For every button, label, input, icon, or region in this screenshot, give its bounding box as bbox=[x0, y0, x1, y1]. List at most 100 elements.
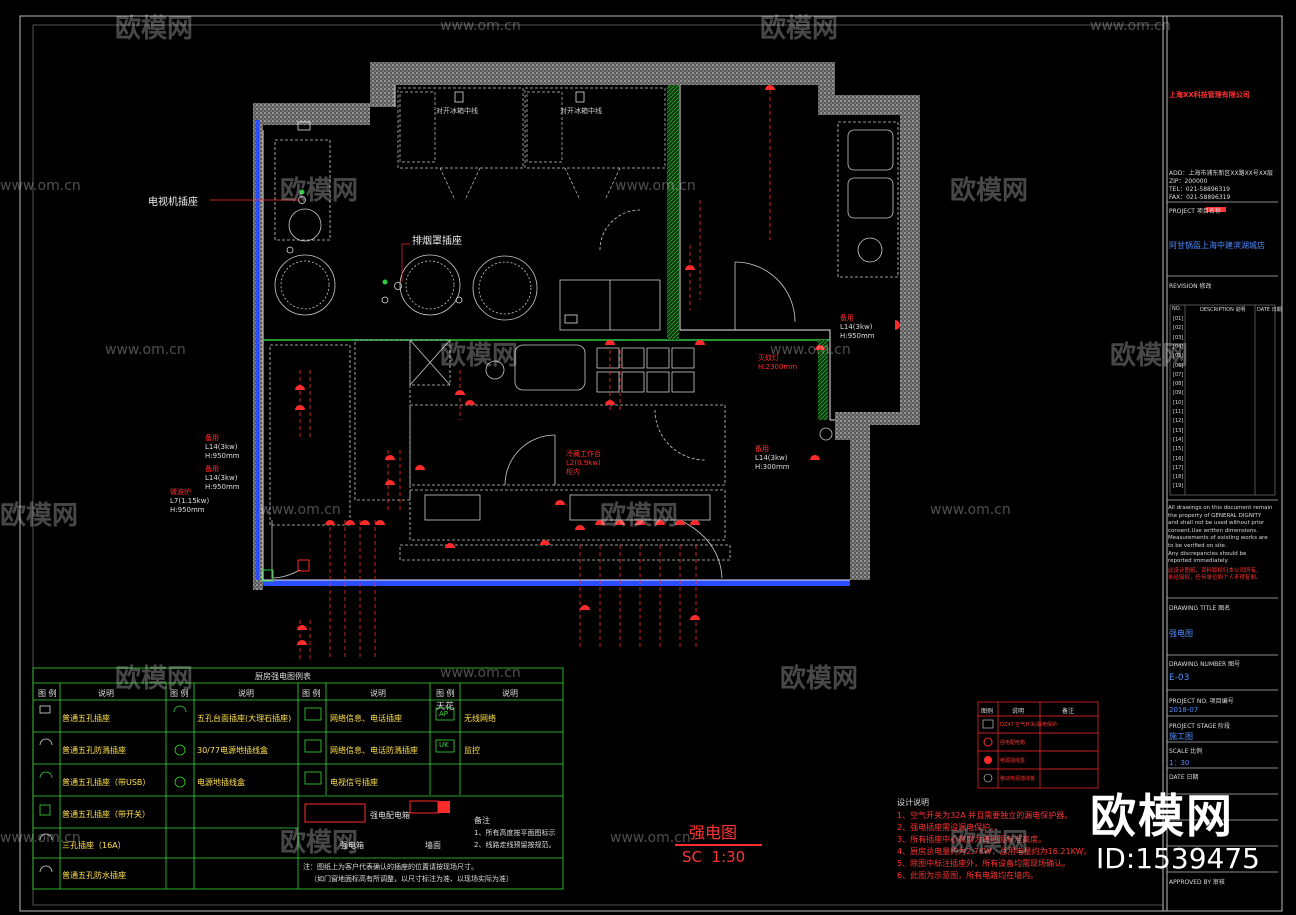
watermark-url: www.om.cn bbox=[1090, 18, 1171, 34]
legend-note-head: 备注 bbox=[474, 816, 490, 825]
legend-note-2: 2、线路走线预留按规范。 bbox=[474, 841, 556, 849]
revision-row-no: [02] bbox=[1173, 325, 1184, 332]
watermark-url: www.om.cn bbox=[615, 178, 696, 194]
lamp-name: 灭蚊灯 bbox=[758, 354, 779, 362]
wall-bottom bbox=[263, 580, 850, 586]
legend-col1-row3: 普通五孔插座（带USB） bbox=[62, 778, 151, 787]
wiring-lines bbox=[299, 90, 771, 660]
tb-company: 上海XX科技管理有限公司 bbox=[1169, 91, 1250, 99]
spare-2-spec: L14(3kw) bbox=[755, 454, 788, 462]
legend-symbol-ap: AP bbox=[439, 710, 449, 718]
tb-project-label: PROJECT 项目名称 bbox=[1169, 208, 1221, 215]
revision-row-no: [16] bbox=[1173, 455, 1184, 462]
tb-project-name: 阿甘锅盔上海中建滨湖城店 bbox=[1169, 241, 1265, 250]
lamp-height: H:2300mm bbox=[758, 363, 798, 371]
watermark-id: ID:1539475 bbox=[1096, 842, 1260, 875]
revision-row-no: [07] bbox=[1173, 371, 1184, 378]
microwave-spec: L7(1.15kw) bbox=[170, 497, 210, 505]
tb-project-no-label: PROJECT NO. 项目编号 bbox=[1169, 698, 1234, 705]
tb-tel: TEL：021-58896319 bbox=[1169, 186, 1230, 193]
disclaimer-line: the property of GENERAL DIGNITY bbox=[1168, 512, 1262, 519]
legend-col2-row3: 电源地插线盒 bbox=[197, 778, 245, 787]
design-notes-title: 设计说明 bbox=[897, 798, 929, 807]
white-socket-symbols bbox=[286, 91, 585, 324]
right-room-equipment bbox=[599, 121, 899, 441]
cold-table-label: 冷藏工作台 L2(0.9kw) 柜内 bbox=[566, 450, 601, 477]
legend-col4-row2: 监控 bbox=[464, 746, 480, 755]
watermark-url: www.om.cn bbox=[0, 830, 81, 846]
spec-header-3: 备注 bbox=[1062, 708, 1075, 715]
partition-green-right bbox=[818, 340, 828, 420]
legend-col3-row1: 网络信息、电话插座 bbox=[330, 714, 402, 723]
revision-row-no: [05] bbox=[1173, 353, 1184, 360]
spare-3-height: H:950mm bbox=[205, 452, 240, 460]
tb-zip: ZIP：200000 bbox=[1169, 178, 1208, 185]
tb-scale-label: SCALE 比例 bbox=[1169, 748, 1203, 755]
disclaimer-line: reported immediately. bbox=[1168, 558, 1229, 565]
revision-row-no: [01] bbox=[1173, 316, 1184, 322]
power-box-symbol bbox=[304, 800, 450, 823]
tb-stage: 施工图 bbox=[1169, 732, 1193, 741]
sheet-border bbox=[19, 15, 1283, 912]
microwave-height: H:950mm bbox=[170, 506, 205, 514]
revision-row-no: [09] bbox=[1173, 390, 1184, 397]
spare-label-2: 备用 L14(3kw) H:300mm bbox=[755, 445, 790, 472]
legend-note-1: 1、所有高度按平面图标示 bbox=[474, 829, 556, 837]
outer-wall-top bbox=[370, 62, 920, 580]
revision-row-no: [15] bbox=[1173, 446, 1184, 453]
legend-box-item2: 强电箱 bbox=[340, 841, 364, 850]
legend-title: 厨房强电图例表 bbox=[255, 672, 311, 681]
disclaimer-line: 未经授权，任何单位和个人不得复制。 bbox=[1168, 575, 1262, 582]
design-note-6: 6、此图为示意图，所有电路均在墙内。 bbox=[897, 871, 1039, 880]
watermark-url: www.om.cn bbox=[440, 665, 521, 681]
tb-fax: FAX：021-58896319 bbox=[1169, 194, 1231, 201]
tb-rev-col-desc: DESCRIPTION 说明 bbox=[1200, 307, 1246, 313]
watermark-brand: 欧模网 bbox=[760, 14, 839, 44]
tb-drawing-title-label: DRAWING TITLE 图名 bbox=[1169, 605, 1231, 612]
cold-table-spec: L2(0.9kw) bbox=[566, 459, 601, 467]
design-note-5: 5、除图中标注插座外，所有设备均需现场确认。 bbox=[897, 859, 1071, 868]
watermark-url: www.om.cn bbox=[440, 18, 521, 34]
drawing-scale: SC 1:30 bbox=[682, 848, 746, 866]
lower-equipment bbox=[269, 339, 731, 579]
tv-socket-label: 电视机插座 bbox=[148, 197, 198, 208]
watermark-brand: 欧模网 bbox=[280, 176, 359, 206]
spec-symbols bbox=[982, 719, 994, 783]
watermark-brand: 欧模网 bbox=[1110, 341, 1189, 371]
legend-symbol-ceiling: 天花 bbox=[436, 702, 455, 712]
lamp-label: 灭蚊灯 H:2300mm bbox=[758, 354, 797, 372]
tb-date-label: DATE 日期 bbox=[1169, 774, 1199, 781]
floor-box-marker bbox=[297, 559, 310, 572]
project-highlight bbox=[1206, 207, 1226, 212]
cold-table-name: 冷藏工作台 bbox=[566, 450, 601, 458]
spec-header-1: 图例 bbox=[981, 708, 994, 715]
microwave-label: 微波炉 L7(1.15kw) H:950mm bbox=[170, 488, 209, 515]
tb-drawing-number: E-03 bbox=[1169, 673, 1190, 683]
watermark-big-brand: 欧模网 bbox=[1090, 789, 1234, 843]
tb-address: ADD：上海市浦东新区XX路XX号XX层 bbox=[1169, 170, 1274, 177]
legend-header-icon-3: 图 例 bbox=[302, 689, 321, 698]
corner-green-box bbox=[261, 569, 274, 582]
fridge-units bbox=[397, 87, 666, 201]
spare-4-spec: L14(3kw) bbox=[205, 474, 238, 482]
revision-row-no: [03] bbox=[1173, 334, 1184, 341]
legend-footnote: 注：图纸上为客户代表确认的插座的位置请按现场尺寸。 bbox=[303, 863, 478, 871]
watermark-url: www.om.cn bbox=[770, 342, 851, 358]
microwave-name: 微波炉 bbox=[170, 488, 191, 496]
revision-row-no: [08] bbox=[1173, 381, 1184, 388]
cooking-equipment bbox=[274, 139, 661, 331]
design-note-3: 3、所有插座中心高度为离地面标准高度。 bbox=[897, 835, 1047, 844]
disclaimer-line: and shall not be used without prior bbox=[1168, 520, 1265, 527]
watermark-brand: 欧模网 bbox=[280, 828, 359, 858]
disclaimer-line: 此设计图纸、资料版权归本公司所有， bbox=[1168, 567, 1262, 574]
spare-label-4: 备用 L14(3kw) H:950mm bbox=[205, 465, 240, 492]
legend-col1-row2: 普通五孔防溅插座 bbox=[62, 746, 126, 755]
tb-drawing-number-label: DRAWING NUMBER 图号 bbox=[1169, 661, 1241, 668]
spare-3-spec: L14(3kw) bbox=[205, 443, 238, 451]
spare-1-height: H:950mm bbox=[840, 332, 875, 340]
legend-header-desc-2: 说明 bbox=[238, 689, 254, 698]
revision-row-no: [19] bbox=[1173, 483, 1184, 490]
disclaimer-line: consent.Use written dimensions. bbox=[1168, 527, 1258, 534]
legend-col1-row1: 普通五孔插座 bbox=[62, 714, 110, 723]
legend-col1-row5: 三孔插座（16A） bbox=[62, 841, 126, 850]
